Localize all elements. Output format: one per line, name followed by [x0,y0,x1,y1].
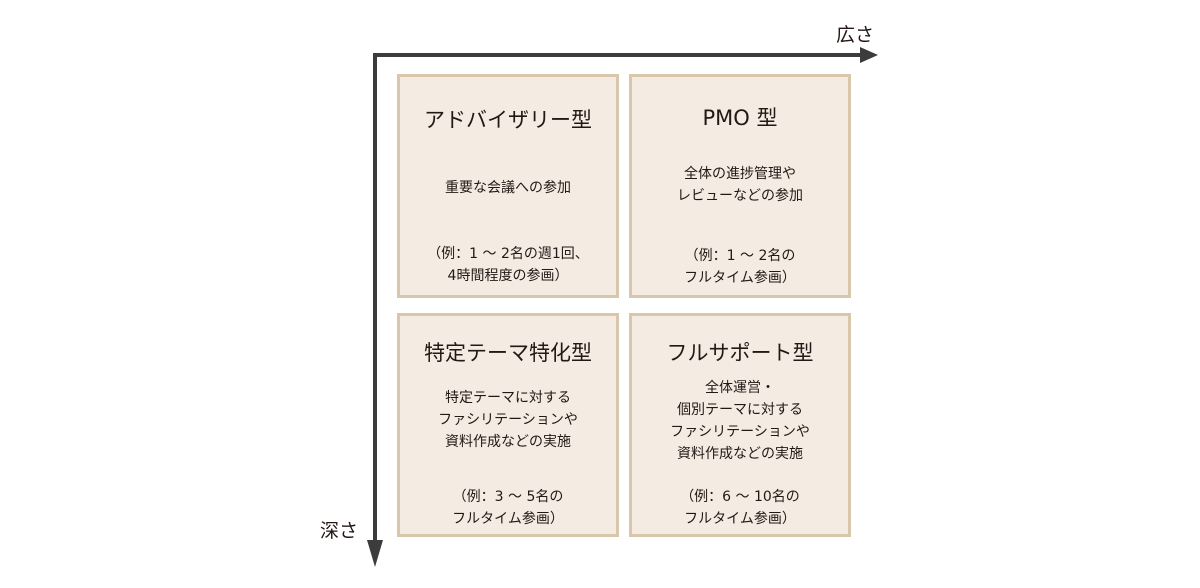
y-axis-arrowhead [367,540,383,567]
quadrant-theme-specific: 特定テーマ特化型 特定テーマに対する ファシリテーションや 資料作成などの実施 … [397,313,619,537]
quadrant-description: 重要な会議への参加 [445,180,571,196]
quadrant-example: （例：1 〜 2名の週1回、 4時間程度の参画） [427,246,589,284]
quadrant-example: （例：6 〜 10名の フルタイム参画） [680,489,800,527]
quadrant-title: PMO 型 [702,106,778,130]
quadrant-example: （例：1 〜 2名の フルタイム参画） [684,248,796,286]
quadrant-description: 特定テーマに対する ファシリテーションや 資料作成などの実施 [438,390,578,450]
x-axis-label: 広さ [836,24,875,46]
x-axis-arrowhead [860,47,878,63]
quadrant-description: 全体の進捗管理や レビューなどの参加 [677,166,803,204]
quadrant-title: フルサポート型 [666,341,814,365]
quadrant-title: 特定テーマ特化型 [424,341,592,365]
quadrant-advisory: アドバイザリー型 重要な会議への参加 （例：1 〜 2名の週1回、 4時間程度の… [397,74,619,298]
quadrant-full-support: フルサポート型 全体運営・ 個別テーマに対する ファシリテーションや 資料作成な… [629,313,851,537]
quadrant-example: （例：3 〜 5名の フルタイム参画） [452,489,564,527]
quadrant-description: 全体運営・ 個別テーマに対する ファシリテーションや 資料作成などの実施 [670,380,810,462]
y-axis-label: 深さ [320,520,359,542]
quadrant-pmo: PMO 型 全体の進捗管理や レビューなどの参加 （例：1 〜 2名の フルタイ… [629,74,851,298]
quadrant-title: アドバイザリー型 [424,108,592,132]
